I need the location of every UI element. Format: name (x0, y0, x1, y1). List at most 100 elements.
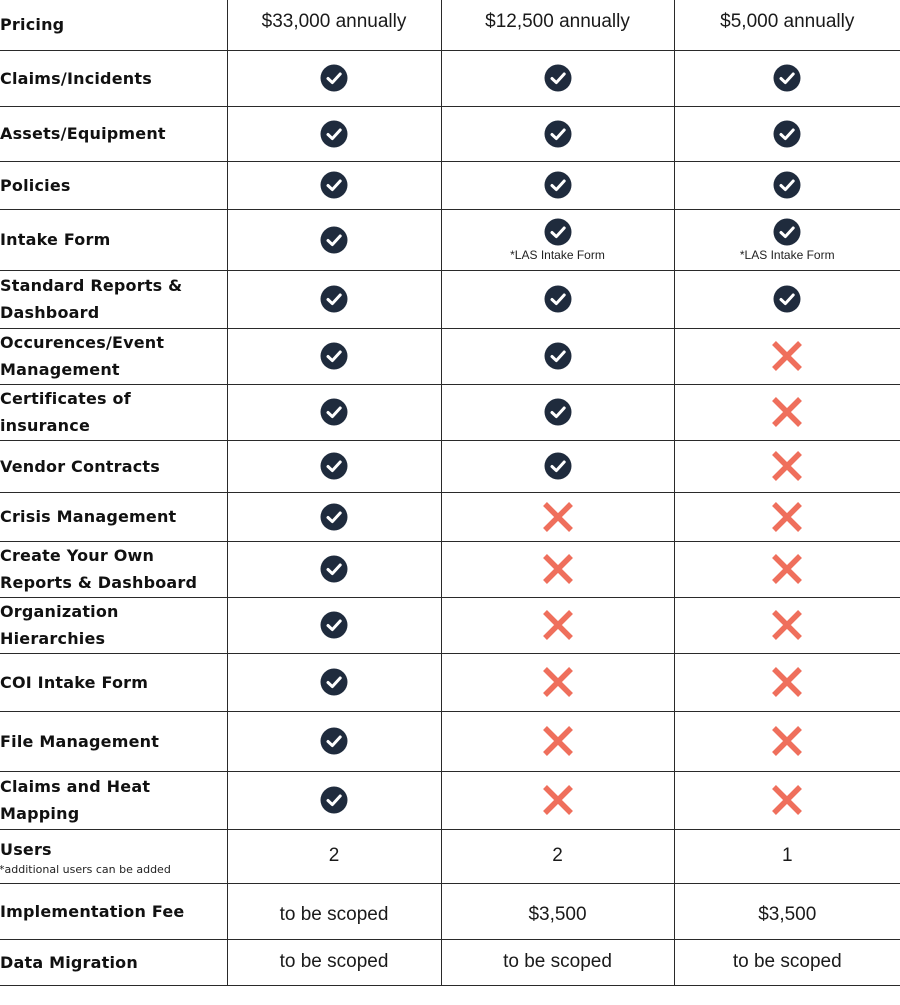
feature-label: Organization Hierarchies (0, 596, 228, 654)
included-cell (673, 160, 900, 210)
feature-label: COI Intake Form (0, 652, 228, 712)
included-cell (226, 49, 442, 107)
cross-x-icon (542, 554, 573, 584)
check-circle-icon (320, 727, 348, 755)
included-cell (440, 49, 675, 107)
not-included-cell (673, 439, 900, 493)
feature-label: Certificates of insurance (0, 383, 228, 441)
check-circle-icon (544, 171, 571, 199)
cross-x-icon (772, 397, 803, 427)
not-included-cell (440, 710, 675, 772)
cross-x-icon (772, 451, 803, 481)
feature-label-text: Claims and Heat Mapping (0, 777, 151, 823)
included-cell (673, 49, 900, 107)
included-cell (226, 770, 442, 830)
not-included-cell (673, 540, 900, 598)
included-cell (673, 105, 900, 162)
included-cell (226, 439, 442, 493)
not-included-cell (440, 652, 675, 712)
value-cell: $3,500 (673, 882, 900, 940)
feature-label: Create Your Own Reports & Dashboard (0, 540, 228, 598)
not-included-cell (440, 596, 675, 654)
check-circle-icon (773, 64, 801, 92)
included-cell (226, 596, 442, 654)
not-included-cell (673, 327, 900, 385)
feature-label-text: Policies (0, 175, 71, 195)
check-circle-icon (320, 285, 348, 313)
not-included-cell (673, 596, 900, 654)
cell-note: *LAS Intake Form (510, 247, 605, 262)
value-cell: to be scoped (673, 938, 900, 986)
check-circle-icon (320, 120, 348, 147)
feature-label: Assets/Equipment (0, 105, 228, 162)
feature-label-text: Pricing (0, 15, 65, 35)
included-cell (440, 439, 675, 493)
cross-x-icon (542, 785, 573, 815)
included-cell (440, 160, 675, 210)
check-circle-icon (544, 285, 571, 313)
check-circle-icon (773, 218, 801, 245)
feature-label: Occurences/Event Management (0, 327, 228, 385)
included-cell (226, 383, 442, 441)
check-circle-icon (320, 555, 348, 583)
feature-label: Standard Reports & Dashboard (0, 269, 228, 329)
check-circle-icon (320, 452, 348, 480)
cross-x-icon (542, 610, 573, 640)
feature-label: Pricing (0, 0, 228, 51)
value-cell: $5,000 annually (673, 0, 900, 51)
feature-label-text: Vendor Contracts (0, 456, 160, 476)
included-cell (226, 327, 442, 385)
value-cell: $12,500 annually (440, 0, 675, 51)
included-cell: *LAS Intake Form (440, 208, 675, 271)
check-circle-icon (544, 64, 571, 92)
feature-label: Claims and Heat Mapping (0, 770, 228, 830)
not-included-cell (440, 540, 675, 598)
included-cell (440, 269, 675, 329)
feature-label-text: Assets/Equipment (0, 124, 166, 143)
not-included-cell (673, 491, 900, 542)
feature-label-text: File Management (0, 731, 160, 751)
feature-label-text: Data Migration (0, 952, 138, 972)
check-circle-icon (544, 452, 571, 480)
not-included-cell (440, 770, 675, 830)
check-circle-icon (320, 503, 348, 530)
feature-label: Data Migration (0, 938, 228, 986)
check-circle-icon (320, 668, 348, 696)
table-row: Certificates of insurance (0, 383, 900, 441)
value-cell: to be scoped (226, 938, 442, 986)
included-cell (440, 105, 675, 162)
feature-label-text: Occurences/Event Management (0, 333, 165, 379)
cross-x-icon (772, 501, 803, 532)
feature-label-text: Standard Reports & Dashboard (0, 276, 183, 322)
included-cell (226, 160, 442, 210)
cross-x-icon (772, 726, 803, 756)
feature-label-text: Certificates of insurance (0, 389, 131, 435)
value-cell: 2 (226, 828, 442, 884)
check-circle-icon (544, 218, 571, 245)
cross-x-icon (542, 667, 573, 697)
value-cell: to be scoped (226, 882, 442, 940)
table-row: Standard Reports & Dashboard (0, 269, 900, 329)
table-row: Policies (0, 160, 900, 210)
not-included-cell (673, 770, 900, 830)
feature-label-text: COI Intake Form (0, 672, 149, 692)
value-cell: $33,000 annually (226, 0, 442, 51)
cross-x-icon (772, 341, 803, 371)
feature-label: File Management (0, 710, 228, 772)
table-row: Crisis Management (0, 491, 900, 542)
table-row: Claims/Incidents (0, 49, 900, 107)
check-circle-icon (320, 398, 348, 426)
feature-label-text: Intake Form (0, 230, 111, 249)
value-cell: 2 (440, 828, 675, 884)
check-circle-icon (320, 786, 348, 814)
feature-label: Users *additional users can be added (0, 828, 228, 884)
table-row: Vendor Contracts (0, 439, 900, 493)
feature-label-note: *additional users can be added (0, 862, 171, 876)
check-circle-icon (544, 120, 571, 147)
cross-x-icon (542, 501, 573, 532)
table-row: COI Intake Form (0, 652, 900, 712)
feature-label-text: Users (0, 839, 52, 859)
